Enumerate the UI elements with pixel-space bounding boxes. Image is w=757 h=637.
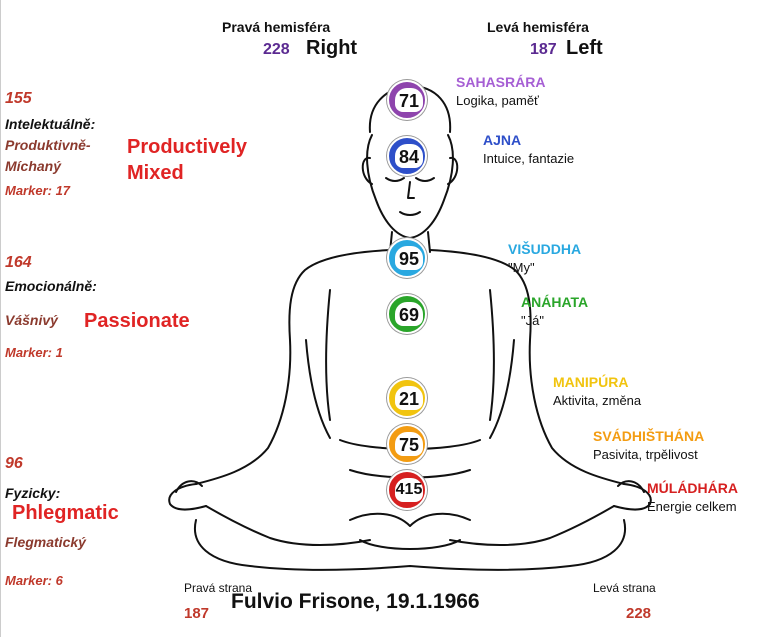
chakra-orb-ajna: 84: [387, 136, 427, 176]
chakra-name-visuddha: VIŠUDDHA: [508, 241, 582, 257]
emotional-marker: Marker: 1: [5, 345, 63, 360]
chakra-name-muladhara: MÚLÁDHÁRA: [647, 480, 738, 496]
left-side-number: 228: [626, 605, 652, 622]
chakra-name-ajna: AJNA: [483, 132, 522, 148]
chakra-desc-sahasrara: Logika, paměť: [456, 93, 539, 108]
chakra-orb-sahasrara: 71: [387, 80, 427, 120]
physical-category: Fyzicky:: [5, 485, 61, 501]
chakra-desc-svadhisthana: Pasivita, trpělivost: [593, 447, 698, 462]
intellectual-category: Intelektuálně:: [5, 116, 96, 132]
chakra-name-anahata: ANÁHATA: [521, 294, 589, 310]
chakra-desc-anahata: "Já": [521, 313, 544, 328]
right-side-label: Pravá strana: [184, 581, 253, 595]
intellectual-word-line2: Míchaný: [5, 158, 62, 174]
intellectual-english-line2: Mixed: [127, 162, 184, 184]
left-hemisphere-word: Left: [566, 37, 603, 59]
intellectual-marker: Marker: 17: [5, 183, 71, 198]
chakra-orb-visuddha: 95: [387, 238, 427, 278]
chakra-desc-ajna: Intuice, fantazie: [483, 151, 575, 166]
left-border-line: [0, 0, 1, 637]
footer-name-date: Fulvio Frisone, 19.1.1966: [231, 590, 480, 613]
left-hemisphere-number: 187: [530, 41, 557, 58]
chakra-desc-visuddha: "My": [508, 260, 535, 275]
intellectual-word-line1: Produktivně-: [5, 137, 91, 153]
right-hemisphere-number: 228: [263, 41, 290, 58]
right-hemisphere-word: Right: [306, 37, 358, 59]
chakra-orb-anahata: 69: [387, 294, 427, 334]
chakra-orb-muladhara: 415: [387, 470, 427, 510]
emotional-category: Emocionálně:: [5, 278, 97, 294]
emotional-english: Passionate: [84, 310, 190, 332]
chakra-desc-muladhara: Energie celkem: [647, 499, 737, 514]
emotional-score: 164: [5, 254, 32, 271]
chakra-orb-svadhisthana: 75: [387, 424, 427, 464]
right-side-number: 187: [184, 605, 210, 622]
emotional-word: Vášnivý: [5, 312, 58, 328]
physical-score: 96: [5, 455, 23, 472]
chakra-name-manipura: MANIPÚRA: [553, 374, 629, 390]
chakra-orb-manipura: 21: [387, 378, 427, 418]
physical-word: Flegmatický: [5, 534, 86, 550]
physical-marker: Marker: 6: [5, 573, 63, 588]
chakra-name-sahasrara: SAHASRÁRA: [456, 74, 546, 90]
left-hemisphere-label: Levá hemisféra: [487, 19, 589, 35]
intellectual-english-line1: Productively: [127, 136, 248, 158]
intellectual-score: 155: [5, 90, 32, 107]
physical-english: Phlegmatic: [12, 502, 119, 524]
chakra-desc-manipura: Aktivita, změna: [553, 393, 642, 408]
right-hemisphere-label: Pravá hemisféra: [222, 19, 331, 35]
chakra-name-svadhisthana: SVÁDHIŠTHÁNA: [593, 428, 705, 444]
left-side-label: Levá strana: [593, 581, 656, 595]
